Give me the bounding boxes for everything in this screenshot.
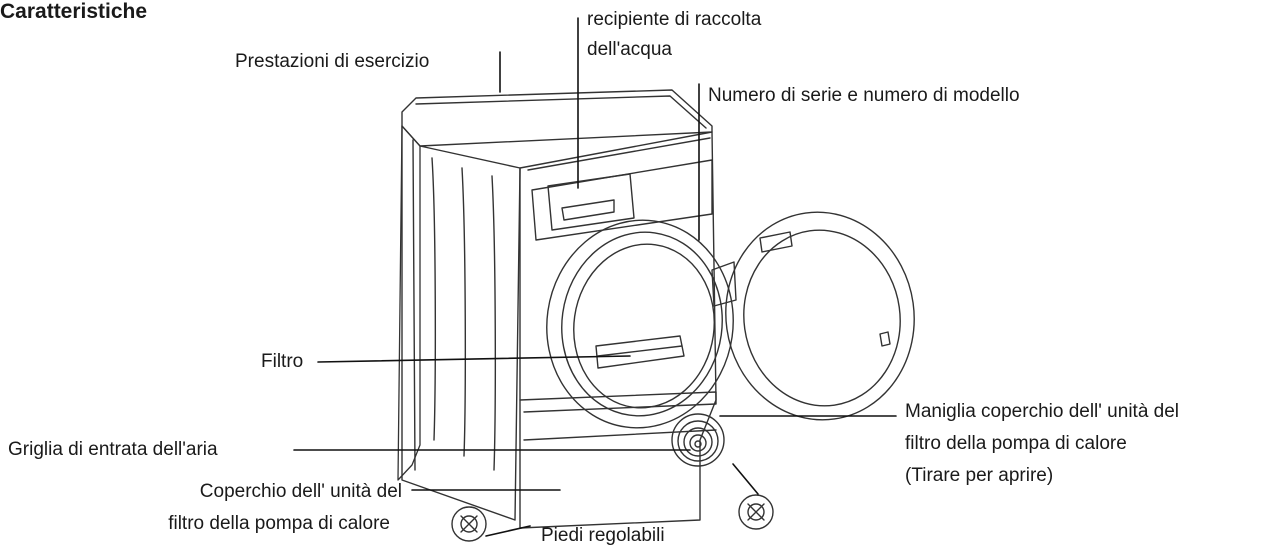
dryer-front-panel [519,131,717,529]
door-ring-outer [546,219,734,429]
label-griglia: Griglia di entrata dell'aria [8,439,218,460]
leader-lines [293,17,897,537]
leader-piedi-left [485,525,531,537]
dryer-side-panel [397,125,421,481]
open-door-outer [725,211,915,421]
control-panel [531,159,713,241]
open-door-inner [743,229,901,407]
label-coperchio-1: Coperchio dell' unità del [199,481,402,502]
air-inlet-grille [671,413,725,467]
filter-unit-cover [523,429,717,441]
adjustable-foot-left [451,506,487,542]
label-prestazioni: Prestazioni di esercizio [235,51,430,72]
label-maniglia-2: filtro della pompa di calore [905,433,1127,454]
lint-filter [595,335,685,369]
adjustable-foot-right [738,494,774,530]
door-hinge [711,261,737,307]
door-ring-inner [561,231,723,417]
label-maniglia-3: (Tirare per aprire) [905,465,1054,486]
dryer-top-panel [401,89,713,147]
label-numero-serie: Numero di serie e numero di modello [708,85,1020,106]
label-piedi: Piedi regolabili [541,525,665,546]
label-filtro: Filtro [261,351,304,372]
label-recipiente-2: dell'acqua [587,39,672,60]
page-title: Caratteristiche [0,0,148,23]
label-recipiente-1: recipiente di raccolta [587,9,762,30]
label-coperchio-2: filtro della pompa di calore [168,513,390,534]
leader-piedi-right [732,463,759,495]
leader-filtro [317,355,631,363]
label-maniglia-1: Maniglia coperchio dell' unità del [905,401,1180,422]
water-tank-drawer [547,173,635,231]
